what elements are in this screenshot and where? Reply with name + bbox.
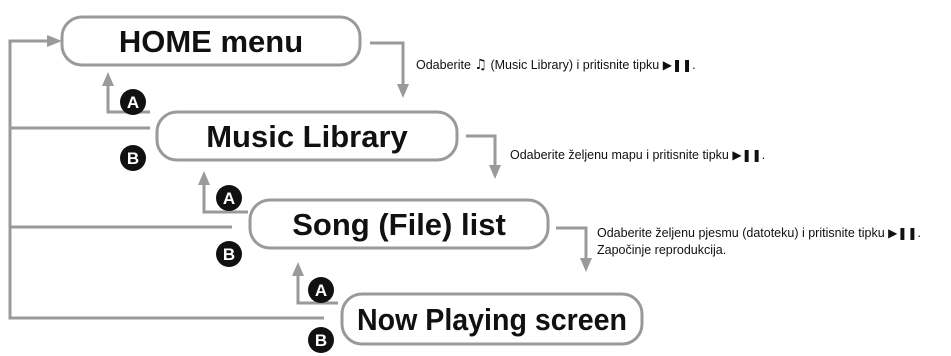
- node-song-list-label: Song (File) list: [292, 207, 506, 242]
- instruction-step-1: Odaberite ♫ (Music Library) i pritisnite…: [416, 57, 696, 73]
- node-home-menu[interactable]: HOME menu: [60, 15, 362, 67]
- node-now-playing[interactable]: Now Playing screen: [340, 292, 644, 346]
- node-now-playing-label: Now Playing screen: [357, 302, 627, 337]
- svg-text:A: A: [127, 93, 139, 112]
- node-song-list[interactable]: Song (File) list: [248, 198, 550, 250]
- instruction-step-1-suffix: (Music Library) i pritisnite tipku: [490, 58, 659, 72]
- instruction-step-2: Odaberite željenu mapu i pritisnite tipk…: [510, 148, 765, 162]
- node-music-library[interactable]: Music Library: [155, 110, 459, 162]
- return-arrowhead: [47, 35, 62, 47]
- svg-text:B: B: [127, 149, 139, 168]
- node-home-menu-label: HOME menu: [119, 24, 303, 59]
- svg-text:A: A: [223, 189, 235, 208]
- play-pause-icon: ▶❚❚: [732, 148, 761, 162]
- badge-b-2: B: [216, 241, 242, 267]
- svg-text:Odaberite željenu mapu i priti: Odaberite željenu mapu i pritisnite tipk…: [510, 148, 765, 162]
- badge-b-1: B: [120, 145, 146, 171]
- badge-a-1: A: [120, 89, 146, 115]
- badge-a-2: A: [216, 185, 242, 211]
- play-pause-icon: ▶❚❚: [888, 226, 917, 240]
- up-arrows: [102, 72, 338, 305]
- return-to-home-lines: [8, 39, 324, 320]
- badge-b-3: B: [308, 327, 334, 353]
- svg-text:B: B: [315, 331, 327, 350]
- instruction-step-2-text: Odaberite željenu mapu i pritisnite tipk…: [510, 148, 729, 162]
- svg-text:B: B: [223, 245, 235, 264]
- play-pause-icon: ▶❚❚: [663, 58, 692, 72]
- forward-arrows: [370, 41, 592, 272]
- node-music-library-label: Music Library: [206, 119, 408, 154]
- music-note-icon: ♫: [474, 57, 487, 73]
- instruction-step-3: Odaberite željenu pjesmu (datoteku) i pr…: [597, 226, 921, 257]
- instruction-step-1-prefix: Odaberite: [416, 58, 471, 72]
- instruction-step-3-line2: Započinje reprodukcija.: [597, 243, 726, 257]
- instruction-step-3-line1: Odaberite željenu pjesmu (datoteku) i pr…: [597, 226, 885, 240]
- svg-text:A: A: [315, 281, 327, 300]
- svg-text:Odaberite ♫ (Music: Odaberite ♫ (Music Library) i pritisnite…: [416, 57, 696, 73]
- badge-a-3: A: [308, 277, 334, 303]
- svg-text:Odaberite željenu pjesmu (dato: Odaberite željenu pjesmu (datoteku) i pr…: [597, 226, 921, 240]
